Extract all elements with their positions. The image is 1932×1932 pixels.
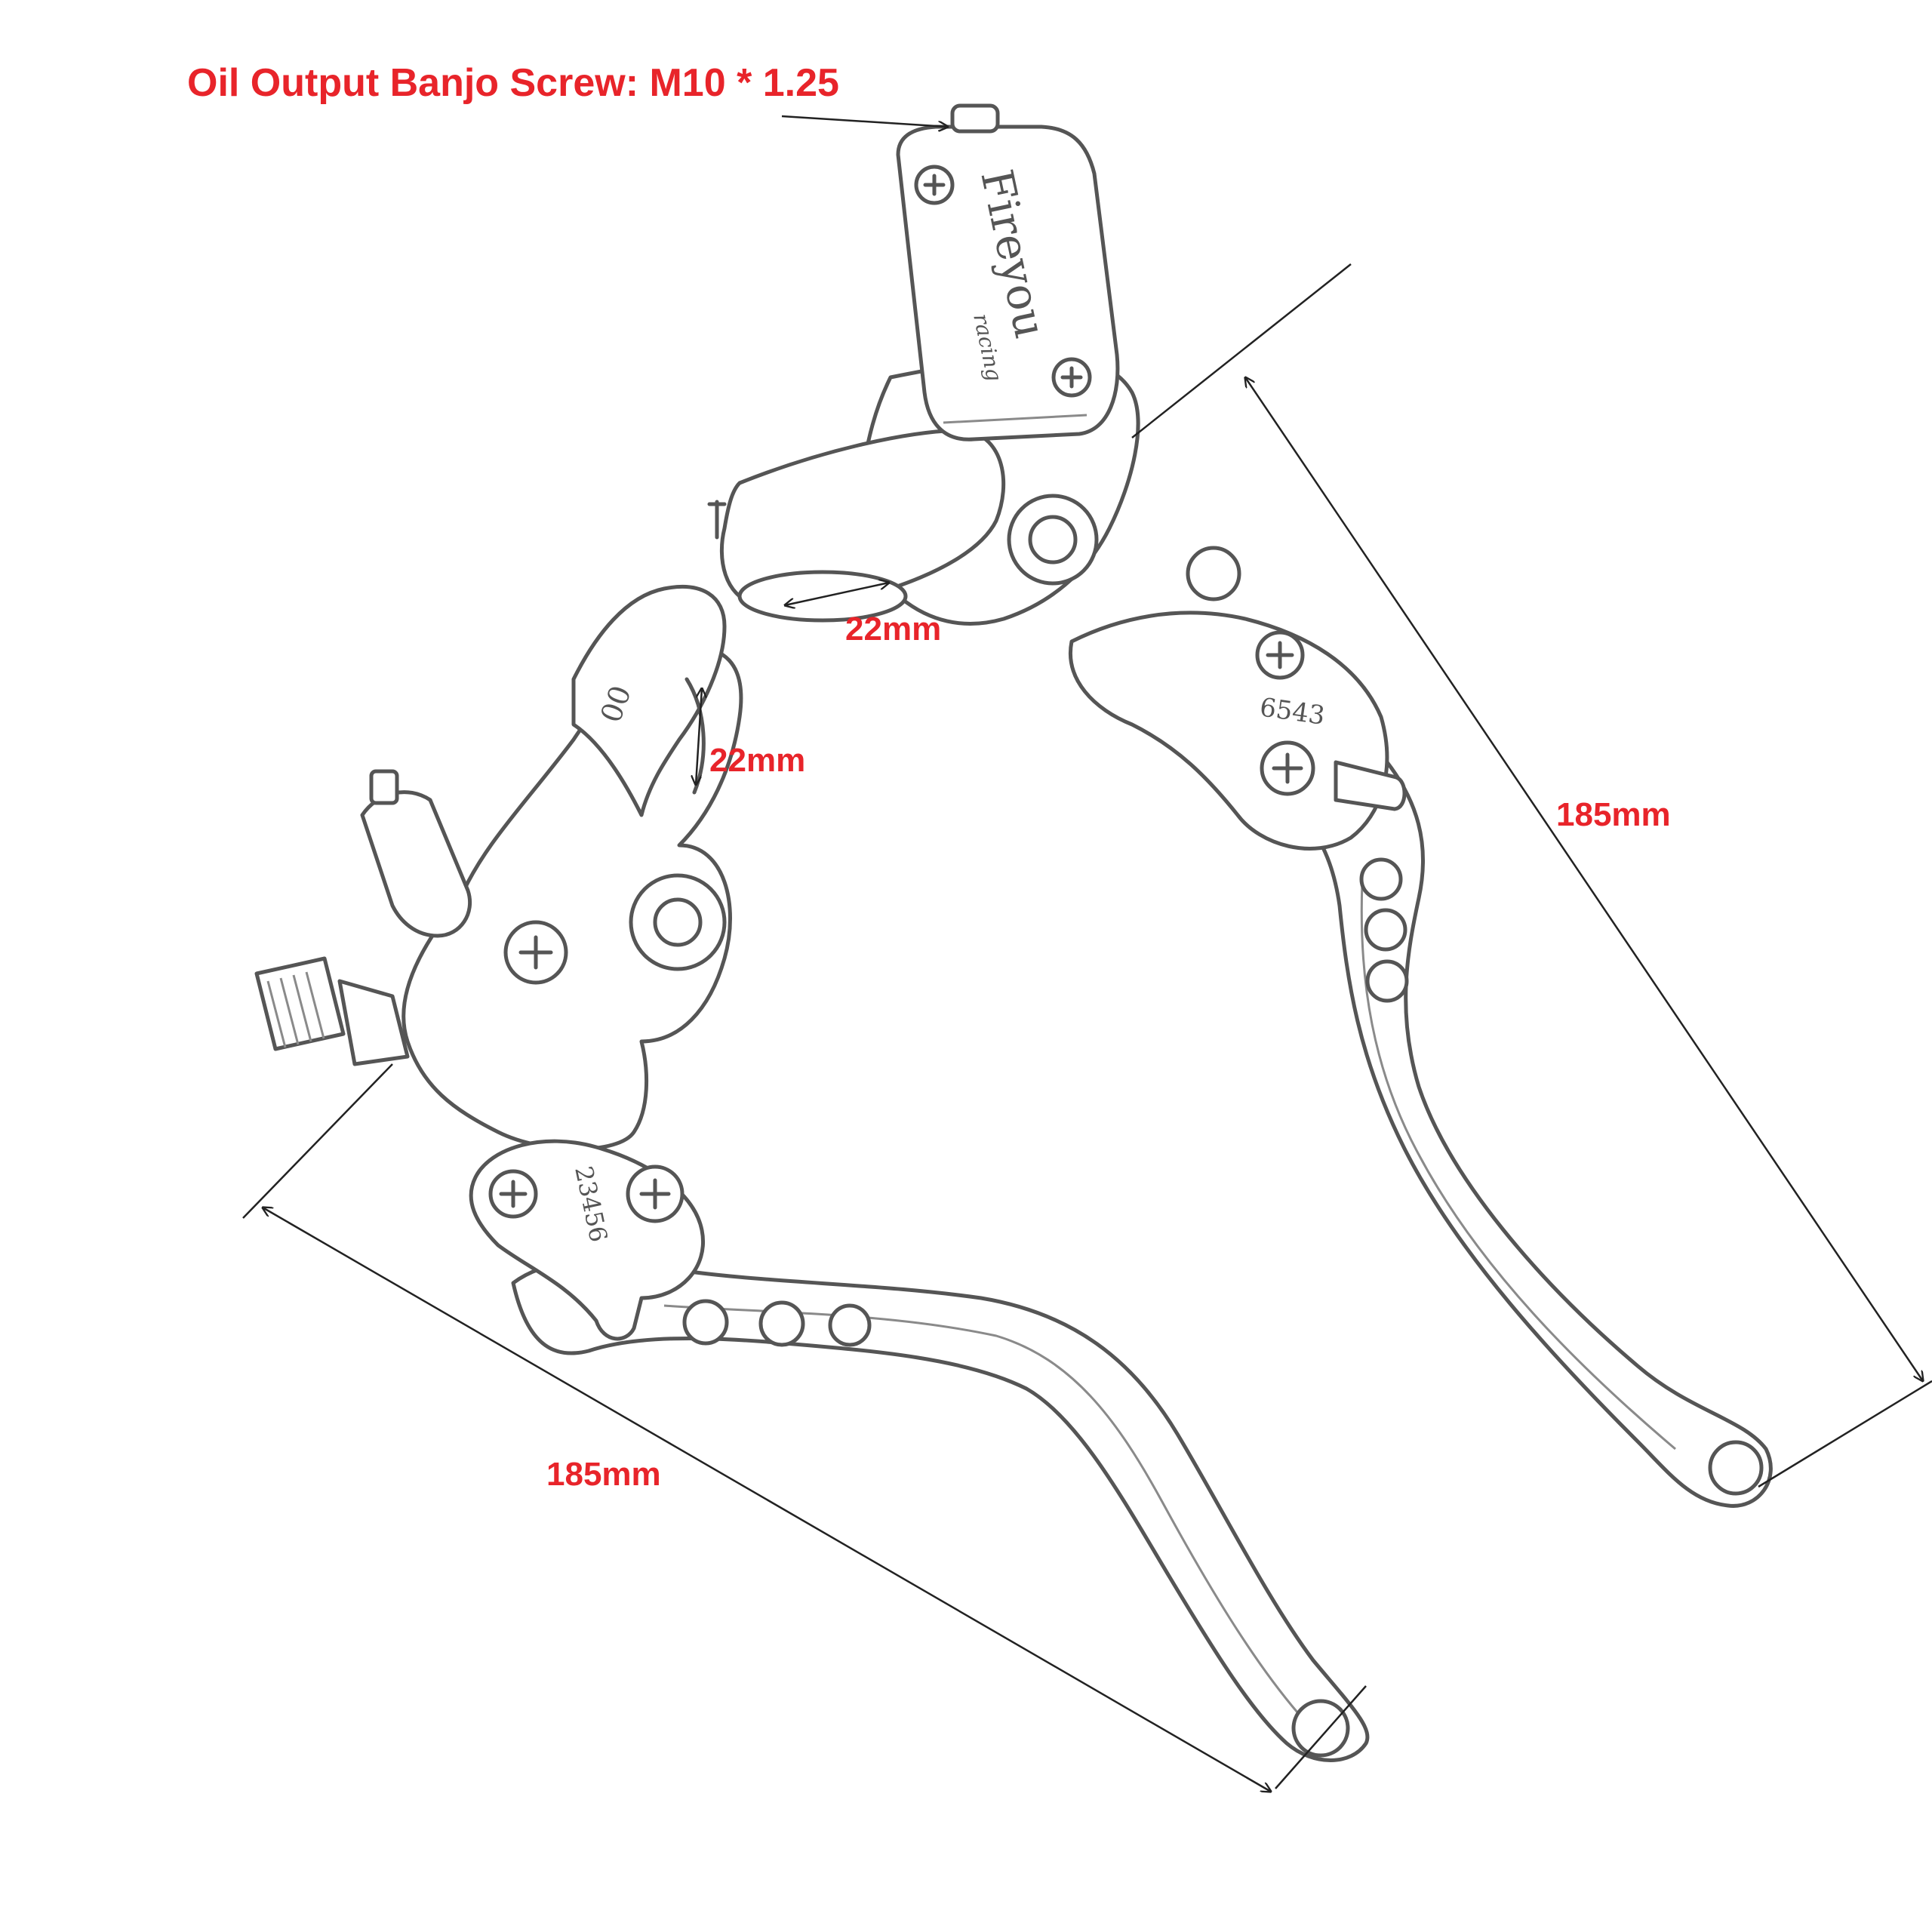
- brake-lever-hole-2: [1364, 908, 1407, 952]
- brake-pivot-housing: [1069, 611, 1389, 851]
- brake-length-dimension-arrow: [1245, 377, 1923, 1381]
- clutch-lever-blade: [511, 1258, 1370, 1762]
- brake-clamp-dimension-arrow: [785, 583, 889, 605]
- brake-clamp-bolt: [707, 500, 727, 540]
- brake-clamp-diameter-label: 22mm: [845, 611, 942, 648]
- dimension-annotations: [242, 115, 1932, 1792]
- brake-switch-boss: [1186, 546, 1241, 601]
- phillips-screw-icon: [639, 1178, 671, 1210]
- brake-lever-length-label: 185mm: [1556, 796, 1671, 833]
- clutch-lever-hole-2: [758, 1300, 805, 1347]
- banjo-screw-label: Oil Output Banjo Screw: M10 * 1.25: [187, 61, 839, 105]
- brake-mirror-mount: [1007, 494, 1099, 586]
- clutch-lever-length-label: 185mm: [546, 1456, 661, 1493]
- brake-lever-hole-1: [1359, 857, 1403, 901]
- brake-length-extension-top: [1131, 263, 1352, 438]
- clutch-mirror-mount-thread: [653, 897, 703, 947]
- clutch-length-extension-bottom: [1275, 1685, 1367, 1789]
- brake-length-extension-bottom: [1758, 1380, 1932, 1488]
- phillips-screw-icon: [923, 174, 946, 196]
- phillips-screw-icon: [1060, 366, 1083, 389]
- clutch-cable-tab: [369, 769, 399, 805]
- clutch-cable-barrel: [360, 790, 472, 938]
- phillips-screw-icon: [499, 1180, 528, 1208]
- brake-lever-hole-3: [1365, 959, 1409, 1003]
- clutch-handlebar-clamp: [571, 584, 727, 817]
- brake-lever-end-hole: [1708, 1440, 1764, 1496]
- brake-mirror-mount-thread: [1028, 515, 1078, 565]
- brake-banjo-bolt: [950, 103, 1000, 134]
- clutch-clamp-dimension-arrow: [696, 688, 702, 785]
- clutch-lever-end-hole: [1291, 1699, 1350, 1758]
- clutch-lever-hole-1: [682, 1299, 729, 1346]
- banjo-screw-leader-arrow: [781, 115, 948, 127]
- clutch-length-dimension-arrow: [263, 1208, 1271, 1792]
- clutch-lever-hole-3: [828, 1303, 872, 1347]
- brake-handlebar-clamp: [719, 428, 1006, 606]
- clutch-clamp-diameter-label: 22mm: [709, 742, 806, 779]
- knurl-lines: [266, 971, 325, 1048]
- clutch-adjuster-sleeve: [337, 979, 410, 1066]
- brake-reservoir-cap-line: [943, 414, 1088, 424]
- clutch-mirror-mount: [629, 873, 727, 971]
- phillips-screw-icon: [518, 935, 553, 970]
- clutch-length-extension-top: [242, 1063, 393, 1219]
